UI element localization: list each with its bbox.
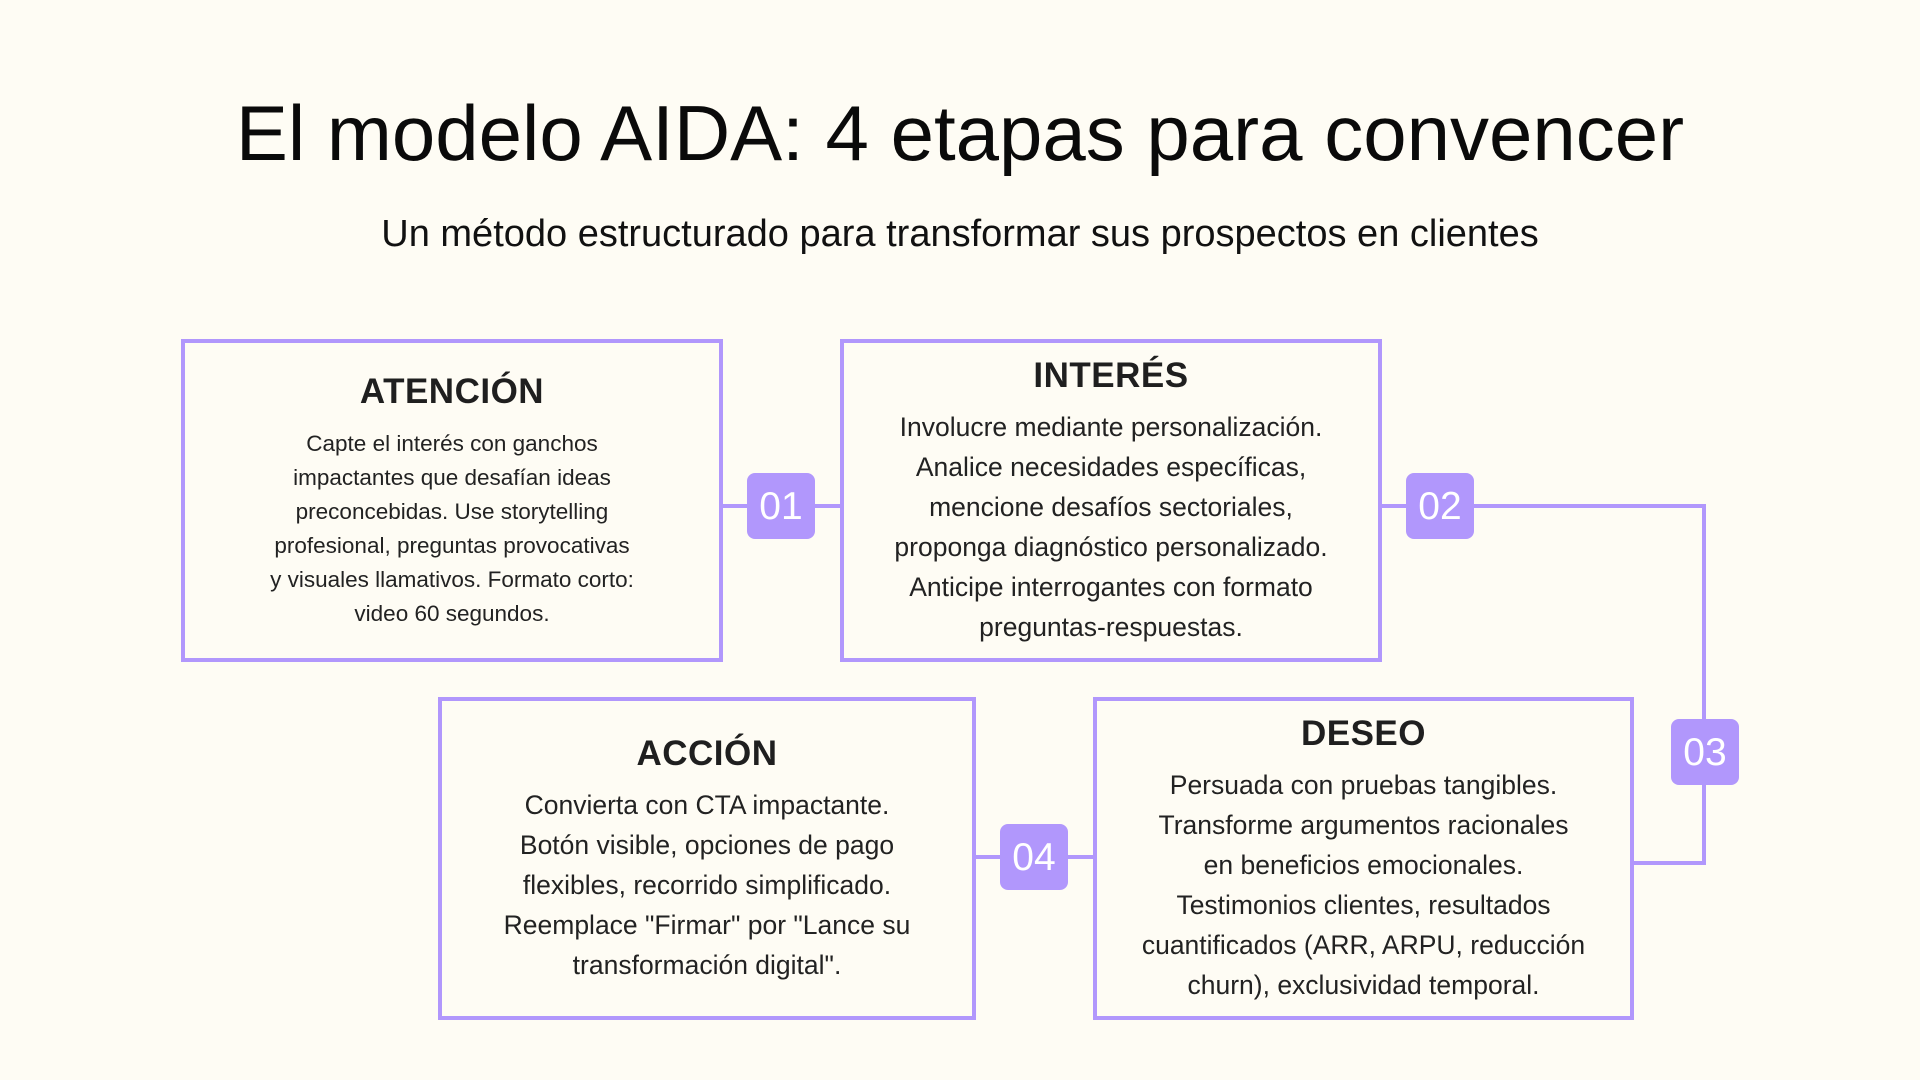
stage-card-interes: INTERÉS Involucre mediante personalizaci… [840, 339, 1382, 662]
stage-card-accion: ACCIÓN Convierta con CTA impactante. Bot… [438, 697, 976, 1020]
description-line: en beneficios emocionales. [1203, 849, 1524, 880]
description-line: Botón visible, opciones de pago [519, 829, 895, 860]
step-badge-01: 01 [747, 473, 815, 539]
description-line: Persuada con pruebas tangibles. [1169, 769, 1558, 800]
step-badge-03: 03 [1671, 719, 1739, 785]
description-line: video 60 segundos. [354, 600, 550, 626]
stage-title: ACCIÓN [636, 733, 778, 773]
stage-description: Convierta con CTA impactante. Botón visi… [504, 785, 911, 985]
stage-title: DESEO [1300, 713, 1427, 753]
connector-03-vertical [1702, 504, 1706, 865]
stage-card-atencion: ATENCIÓN Capte el interés con ganchos im… [181, 339, 723, 662]
description-line: flexibles, recorrido simplificado. [522, 869, 892, 900]
description-line: y visuales llamativos. Formato corto: [270, 566, 634, 592]
stage-description: Capte el interés con ganchos impactantes… [242, 427, 662, 631]
description-line: Convierta con CTA impactante. [524, 789, 890, 820]
description-line: Reemplace "Firmar" por "Lance su [503, 909, 911, 940]
step-badge-02: 02 [1406, 473, 1474, 539]
page-subtitle: Un método estructurado para transformar … [381, 213, 1539, 255]
page-title: El modelo AIDA: 4 etapas para convencer [235, 89, 1685, 177]
description-line: proponga diagnóstico personalizado. [894, 531, 1328, 562]
description-line: transformación digital". [572, 949, 842, 980]
description-line: Transforme argumentos racionales [1158, 809, 1569, 840]
stage-card-deseo: DESEO Persuada con pruebas tangibles. Tr… [1093, 697, 1634, 1020]
step-badge-04: 04 [1000, 824, 1068, 890]
description-line: Involucre mediante personalización. [899, 411, 1323, 442]
description-line: preconcebidas. Use storytelling [295, 498, 609, 524]
stage-title: ATENCIÓN [359, 371, 545, 411]
description-line: Capte el interés con ganchos [306, 430, 598, 456]
stage-title: INTERÉS [1033, 355, 1189, 395]
description-line: cuantificados (ARR, ARPU, reducción [1141, 929, 1586, 960]
description-line: churn), exclusividad temporal. [1187, 969, 1540, 1000]
description-line: profesional, preguntas provocativas [274, 532, 630, 558]
description-line: Anticipe interrogantes con formato [909, 571, 1313, 602]
connector-02-horizontal [1380, 504, 1706, 508]
description-line: preguntas-respuestas. [979, 611, 1243, 642]
description-line: mencione desafíos sectoriales, [929, 491, 1293, 522]
stage-description: Involucre mediante personalización. Anal… [894, 407, 1327, 647]
description-line: Testimonios clientes, resultados [1176, 889, 1551, 920]
stage-description: Persuada con pruebas tangibles. Transfor… [1142, 765, 1585, 1005]
connector-03-horizontal [1633, 861, 1706, 865]
description-line: impactantes que desafían ideas [293, 464, 611, 490]
description-line: Analice necesidades específicas, [915, 451, 1307, 482]
